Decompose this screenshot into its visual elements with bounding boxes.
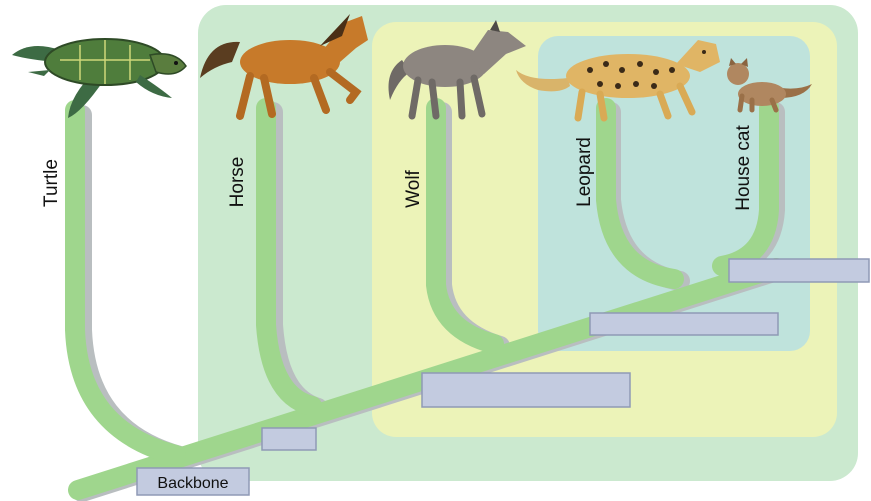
taxon-label-horse: Horse (227, 157, 248, 208)
trait-box-4[interactable] (590, 313, 778, 335)
turtle-icon (12, 39, 186, 118)
taxon-label-wolf: Wolf (403, 169, 424, 207)
taxon-label-house-cat: House cat (733, 125, 754, 211)
trait-box-label-backbone: Backbone (157, 475, 228, 492)
taxon-label-turtle: Turtle (41, 159, 62, 207)
trait-box-2[interactable] (262, 428, 316, 450)
trait-box-5[interactable] (729, 259, 869, 282)
trait-box-3[interactable] (422, 373, 630, 407)
taxon-label-leopard: Leopard (574, 137, 595, 207)
